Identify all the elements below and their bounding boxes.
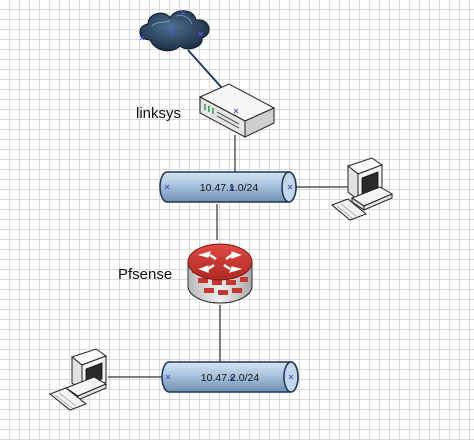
- cloud-icon[interactable]: [139, 10, 210, 52]
- workstation-icon[interactable]: [331, 157, 394, 221]
- cloud-selection-markers: [139, 10, 204, 41]
- network-label-top: 10.47.1.0/24: [200, 182, 259, 194]
- router-label: linksys: [136, 105, 181, 122]
- connections: [108, 49, 350, 378]
- network-label-bottom: 10.47.2.0/24: [201, 372, 260, 384]
- firewall-label: Pfsense: [118, 266, 172, 283]
- router-selection-marker: [233, 108, 239, 114]
- link-cloud-router[interactable]: [187, 49, 223, 89]
- network-pipe-top[interactable]: 10.47.1.0/24: [159, 171, 297, 203]
- router-port-leds: [204, 104, 214, 114]
- firewall-router-icon[interactable]: [187, 243, 253, 304]
- router-arrows: [197, 251, 243, 273]
- router-icon[interactable]: [198, 83, 276, 138]
- network-pipe-bottom[interactable]: 10.47.2.0/24: [161, 361, 299, 393]
- workstation-icon[interactable]: [49, 348, 108, 411]
